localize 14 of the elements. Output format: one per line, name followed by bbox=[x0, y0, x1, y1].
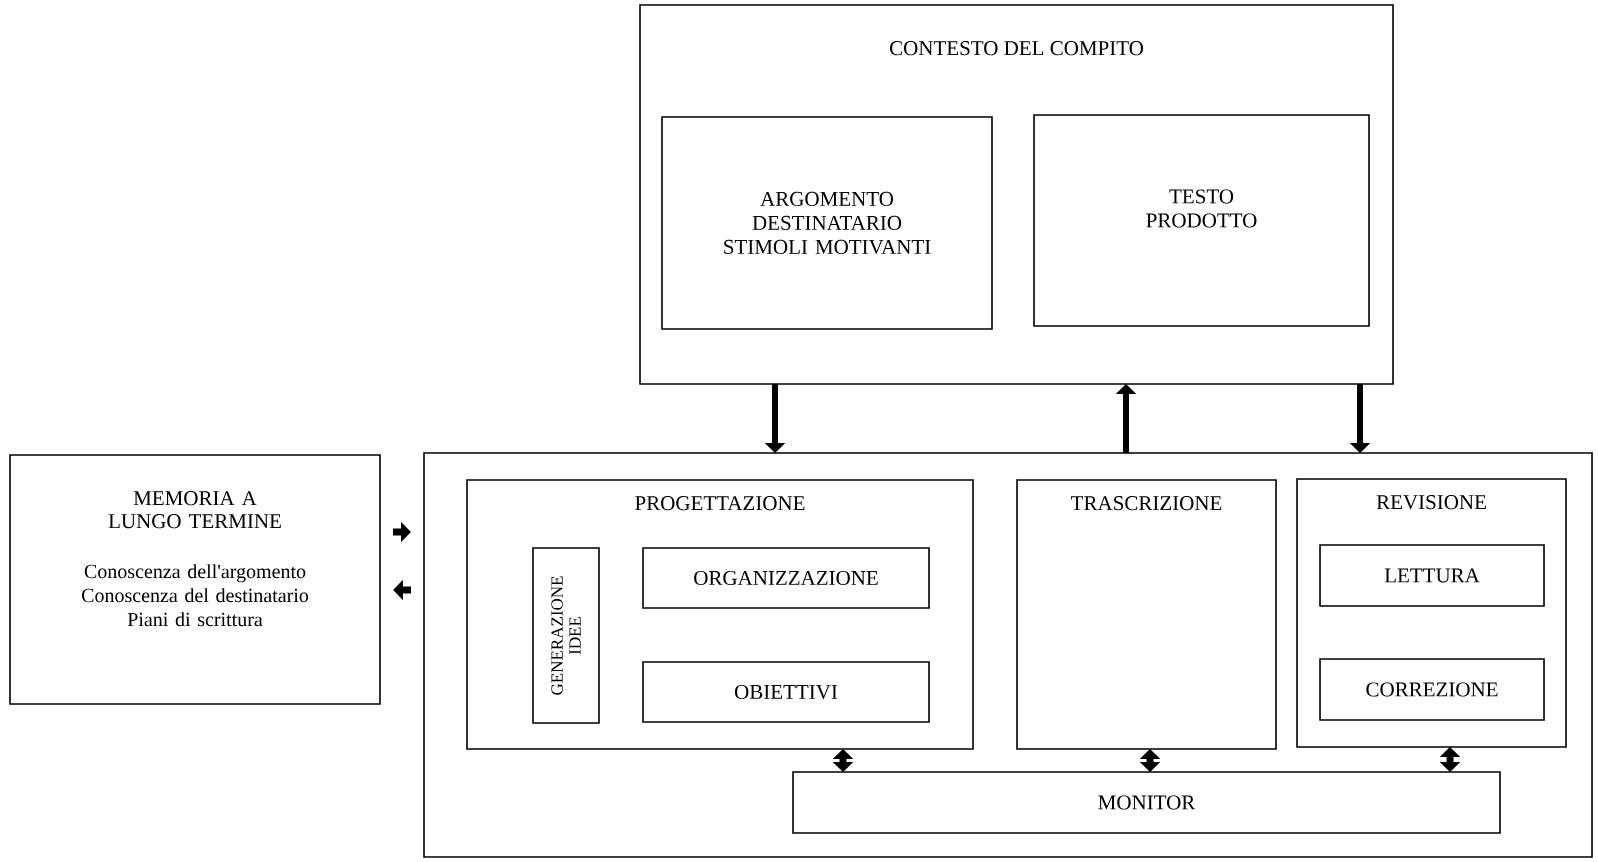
memory-box: MEMORIA A LUNGO TERMINE Conoscenza dell'argomento Conoscenza del destinatario Piani di scrittura bbox=[9, 454, 381, 705]
process-box: LETTURA bbox=[1319, 544, 1545, 607]
process-box: MONITOR bbox=[792, 771, 1501, 834]
arrow bbox=[1139, 749, 1161, 772]
process-box: ARGOMENTO DESTINATARIO STIMOLI MOTIVANTI bbox=[661, 116, 993, 330]
container-box bbox=[423, 452, 1593, 858]
process-box: ORGANIZZAZIONE bbox=[642, 547, 930, 609]
arrow bbox=[832, 749, 854, 772]
process-box: GENERAZIONE IDEE bbox=[532, 547, 600, 724]
arrow bbox=[1439, 747, 1461, 772]
container-box: TRASCRIZIONE bbox=[1016, 479, 1277, 750]
process-box: OBIETTIVI bbox=[642, 661, 930, 723]
process-box: TESTO PRODOTTO bbox=[1033, 114, 1370, 327]
process-box: CORREZIONE bbox=[1319, 658, 1545, 721]
